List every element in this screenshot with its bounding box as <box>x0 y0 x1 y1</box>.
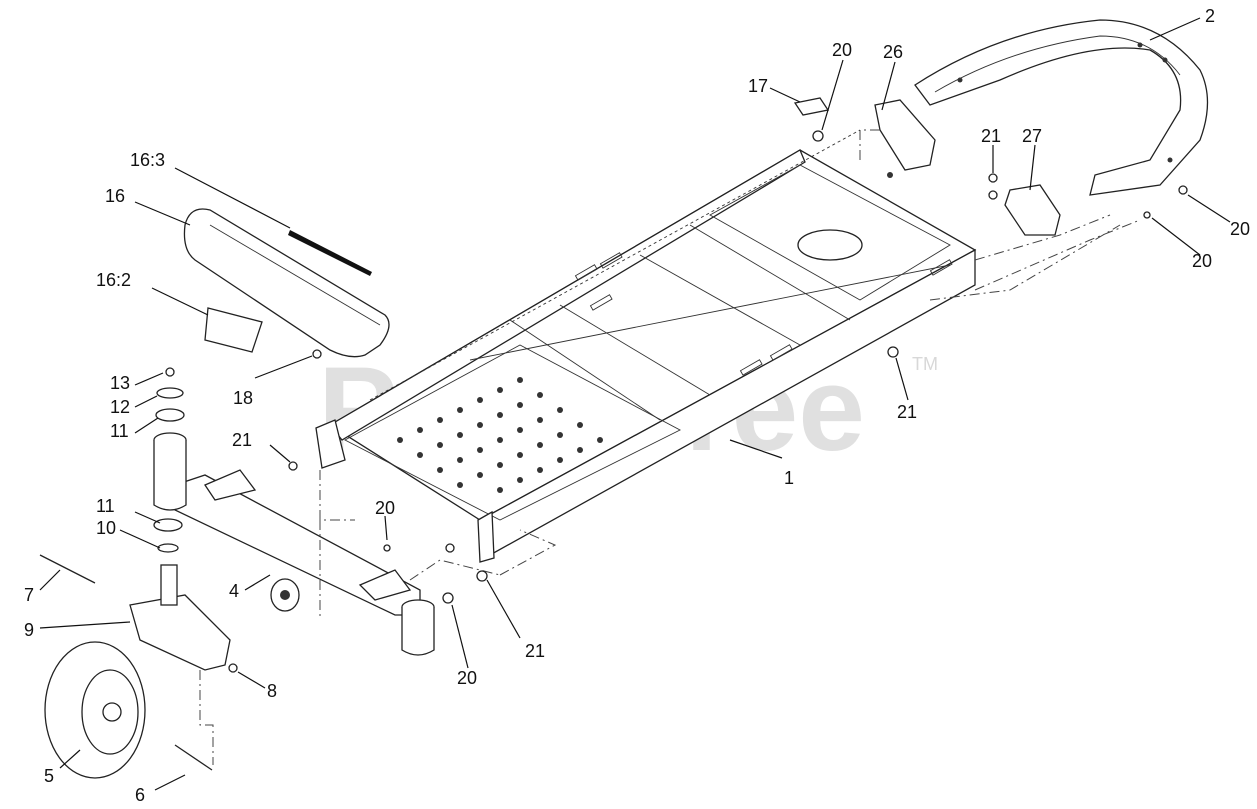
callout-9[interactable]: 9 <box>24 620 34 640</box>
callout-16-3[interactable]: 16:3 <box>130 150 165 170</box>
callout-18[interactable]: 18 <box>233 388 253 408</box>
floor-holes <box>397 377 603 493</box>
callout-20-right-lower[interactable]: 20 <box>1192 251 1212 271</box>
callout-11-upper[interactable]: 11 <box>110 421 129 441</box>
main-frame[interactable] <box>315 129 977 563</box>
bearing-11-bottom[interactable] <box>153 518 183 532</box>
decal-17[interactable] <box>793 97 830 116</box>
callout-11-lower[interactable]: 11 <box>96 496 115 516</box>
callout-5[interactable]: 5 <box>44 766 54 786</box>
callout-21-right[interactable]: 21 <box>897 402 917 422</box>
callout-12[interactable]: 12 <box>110 397 130 417</box>
callout-6[interactable]: 6 <box>135 785 145 805</box>
bracket-27[interactable] <box>1004 184 1061 236</box>
bracket-26[interactable] <box>874 99 936 178</box>
callout-13[interactable]: 13 <box>110 373 130 393</box>
cap-13[interactable] <box>165 367 175 377</box>
callout-27[interactable]: 27 <box>1022 126 1042 146</box>
assembly-lines <box>199 129 1141 765</box>
callout-2[interactable]: 2 <box>1205 6 1215 26</box>
callout-8[interactable]: 8 <box>267 681 277 701</box>
callout-26[interactable]: 26 <box>883 42 903 62</box>
callout-4[interactable]: 4 <box>229 581 239 601</box>
callout-20-axle[interactable]: 20 <box>375 498 395 518</box>
callout-1[interactable]: 1 <box>784 468 794 488</box>
callouts: 1 2 4 5 6 7 8 9 10 11 11 12 13 16 16:2 1… <box>24 6 1250 805</box>
callout-17[interactable]: 17 <box>748 76 768 96</box>
fasteners <box>228 130 1188 673</box>
callout-21-left[interactable]: 21 <box>232 430 252 450</box>
callout-21-bottom[interactable]: 21 <box>525 641 545 661</box>
decal-16-2[interactable] <box>204 307 263 353</box>
callout-20-right-upper[interactable]: 20 <box>1230 219 1250 239</box>
callout-7[interactable]: 7 <box>24 585 34 605</box>
callout-16-2[interactable]: 16:2 <box>96 270 131 290</box>
callout-10[interactable]: 10 <box>96 518 116 538</box>
spacer-6[interactable] <box>174 744 213 771</box>
front-axle[interactable] <box>153 432 435 656</box>
cover-16[interactable] <box>183 208 390 358</box>
bolt-7[interactable] <box>39 554 96 584</box>
callout-20-top[interactable]: 20 <box>832 40 852 60</box>
callout-21-top[interactable]: 21 <box>981 126 1001 146</box>
watermark-tm: TM <box>912 354 938 374</box>
washer-12[interactable] <box>156 387 184 399</box>
bearing-11-top[interactable] <box>155 408 185 422</box>
callout-20-bottom[interactable]: 20 <box>457 668 477 688</box>
callout-16[interactable]: 16 <box>105 186 125 206</box>
leader-lines <box>39 17 1231 791</box>
rops-bar[interactable] <box>914 19 1209 196</box>
caster-fork[interactable] <box>129 564 231 671</box>
washer-10[interactable] <box>157 543 179 553</box>
caster-wheel[interactable] <box>44 641 146 779</box>
